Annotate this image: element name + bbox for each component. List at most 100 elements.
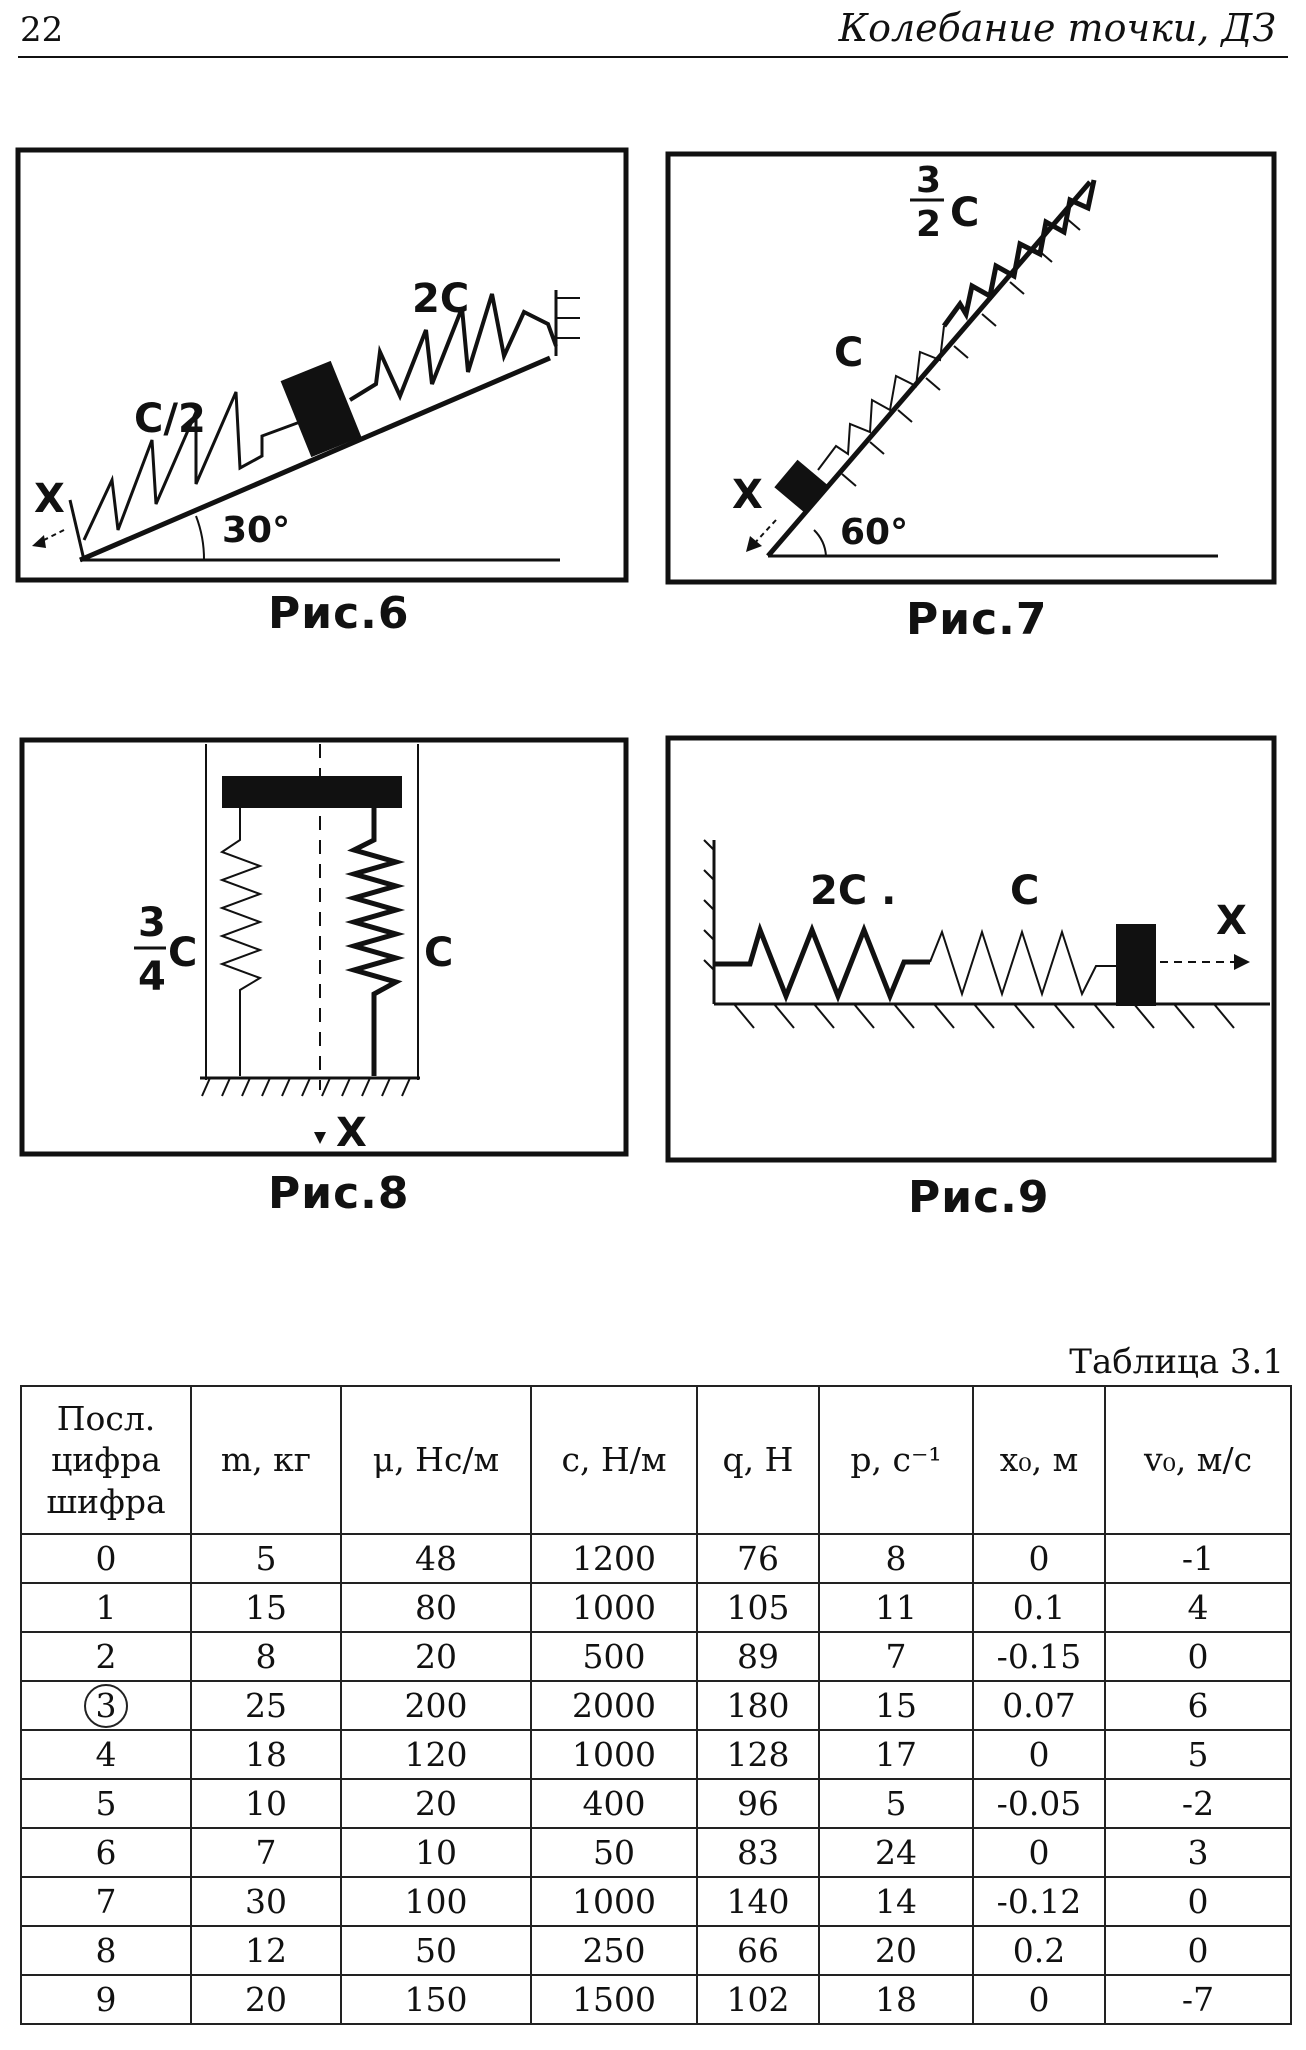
parameters-table: Посл. цифра шифра m, кг μ, Hc/м c, Н/м q… [20,1385,1292,2025]
table-cell: -0.12 [972,1876,1106,1927]
figure-8-diagram: X 3 4 C C [19,737,629,1157]
table-cell-digit: 5 [20,1778,192,1829]
header-force-amplitude: q, Н [696,1385,820,1535]
table-cell: 0 [972,1827,1106,1878]
table-cell: 400 [530,1778,698,1829]
table-cell: 3 [1104,1827,1292,1878]
table-cell: 2000 [530,1680,698,1731]
table-cell: 120 [340,1729,532,1780]
table-cell-digit: 6 [20,1827,192,1878]
figure-6-spring-bottom-label: C/2 [134,396,206,442]
figure-8-spring-right [344,808,406,1076]
table-cell: 18 [818,1974,974,2025]
table-cell: 0 [972,1729,1106,1780]
page-number: 22 [20,10,64,50]
table-cell: 7 [190,1827,342,1878]
table-cell: 24 [818,1827,974,1878]
figure-8-floor-hatch [201,1077,411,1097]
running-title: Колебание точки, ДЗ [838,6,1276,50]
table-cell: 0 [972,1974,1106,2025]
figure-7-frame [665,151,1277,585]
figure-9-spring-right [929,928,1116,998]
table-cell: 5 [1104,1729,1292,1780]
figure-9-arrowhead [1234,954,1250,970]
table-cell: 1000 [530,1729,698,1780]
table-cell-digit: 3 [20,1680,192,1731]
figure-6-frame [15,147,629,583]
figure-9-spring-left-label: 2C . [810,868,896,914]
header-frequency: p, с⁻¹ [818,1385,974,1535]
figure-7-diagram: X 60° C 3 2 C [665,151,1277,585]
table-cell: 25 [190,1680,342,1731]
table-cell: 1500 [530,1974,698,2025]
table-cell: 6 [1104,1680,1292,1731]
table-cell-digit: 2 [20,1631,192,1682]
figure-8-spring-left [219,808,263,1076]
table-cell: 105 [696,1582,820,1633]
table-cell-digit: 4 [20,1729,192,1780]
circled-digit: 3 [84,1683,128,1728]
table-cell: 250 [530,1925,698,1976]
figure-8-caption: Рис.8 [268,1168,410,1219]
table-cell-digit: 7 [20,1876,192,1927]
table-cell: 8 [190,1631,342,1682]
table-cell-digit: 0 [20,1533,192,1584]
table-cell: 50 [530,1827,698,1878]
figure-6-spring-bottom [82,391,301,541]
figure-6-left-wall [68,499,86,561]
figure-7-spring-top-label: C [950,190,979,236]
header-stiffness: c, Н/м [530,1385,698,1535]
figure-7-arrowhead [746,536,762,552]
table-cell: 5 [190,1533,342,1584]
table-cell: 200 [340,1680,532,1731]
table-cell: 80 [340,1582,532,1633]
figure-6-caption: Рис.6 [268,588,410,639]
table-cell: 102 [696,1974,820,2025]
figure-7-incline-hatch [841,217,1081,487]
table-cell: 20 [340,1631,532,1682]
table-cell: -0.15 [972,1631,1106,1682]
table-cell: -7 [1104,1974,1292,2025]
figure-8-frac-numerator: 3 [138,900,166,946]
table-cell: 150 [340,1974,532,2025]
figure-6-arrowhead [32,535,46,548]
table-cell: 4 [1104,1582,1292,1633]
table-caption: Таблица 3.1 [1069,1342,1284,1382]
figure-7-frac-denominator: 2 [916,204,941,245]
header-initial-velocity: v₀, м/с [1104,1385,1292,1535]
figure-7-axis-label: X [732,472,763,518]
table-header-row: Посл. цифра шифра m, кг μ, Hc/м c, Н/м q… [20,1385,1292,1535]
figure-6-angle-label: 30° [222,510,290,551]
figure-6-spring-top-label: 2C [412,276,469,322]
table-cell: 30 [190,1876,342,1927]
figure-8-right-spring-label: C [424,930,453,976]
table-cell: -1 [1104,1533,1292,1584]
figure-9-wall-hatch [703,839,715,971]
table-cell: 180 [696,1680,820,1731]
table-cell: 12 [190,1925,342,1976]
table-cell: 0.07 [972,1680,1106,1731]
table-cell: 76 [696,1533,820,1584]
table-cell: 15 [818,1680,974,1731]
figure-9-caption: Рис.9 [908,1172,1050,1223]
header-mass: m, кг [190,1385,342,1535]
table-cell: 17 [818,1729,974,1780]
figure-7-spring-top [941,179,1097,328]
table-cell: 14 [818,1876,974,1927]
figure-8-frame [19,737,629,1157]
figure-8-frac-denominator: 4 [138,954,166,1000]
table-cell: 66 [696,1925,820,1976]
header-initial-position: x₀, м [972,1385,1106,1535]
table-cell-digit: 1 [20,1582,192,1633]
page-header: 22 Колебание точки, ДЗ [0,0,1306,70]
table-cell: 5 [818,1778,974,1829]
